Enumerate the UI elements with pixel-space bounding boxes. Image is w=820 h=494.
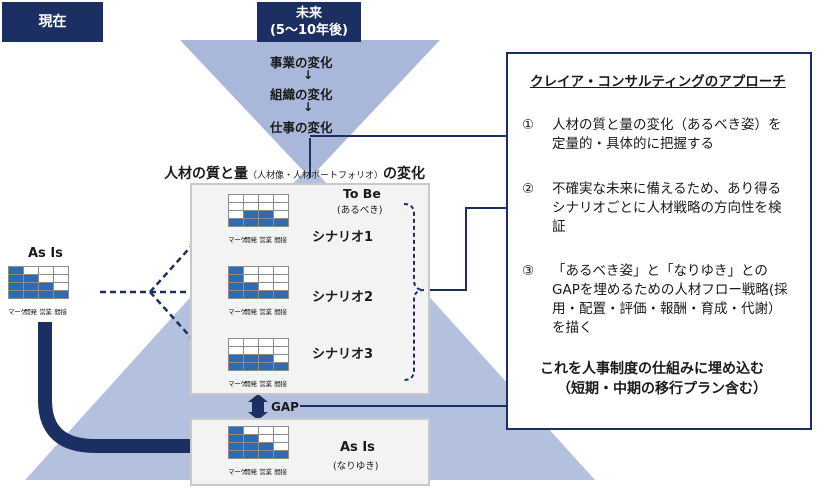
approach-item-1-text: 人材の質と量の変化（あるべき姿）を定量的・具体的に把握する — [552, 117, 782, 152]
gap-label: GAP — [271, 400, 299, 414]
approach-item-1-num: ① — [522, 117, 535, 133]
talent-change-title: 人材の質と量（人材像・人材ポートフォリオ）の変化 — [164, 163, 425, 183]
to-be-label: To Be — [343, 186, 381, 201]
scenario-3-portfolio-table — [228, 338, 289, 371]
approach-item-3-text: 「あるべき姿」と「なりゆき」とのGAPを埋めるための人材フロー戦略(採用・配置・… — [552, 263, 788, 336]
talent-title-main: 人材の質と量 — [164, 166, 248, 182]
as-is-bottom-table-labels: マーケ開発営業間接 — [228, 468, 287, 476]
scenario-1-portfolio-table — [228, 194, 289, 227]
present-header-label: 現在 — [38, 14, 67, 30]
change-business: 事業の変化 — [270, 55, 333, 70]
future-funnel-triangle — [180, 40, 440, 178]
scenario-3-label: シナリオ3 — [312, 347, 374, 362]
as-is-left-label: As Is — [28, 246, 63, 261]
arrow-down-icon: ↓ — [303, 68, 314, 82]
arrow-down-icon: ↓ — [303, 100, 314, 114]
talent-title-suffix: の変化 — [383, 166, 426, 182]
approach-item-3-num: ③ — [522, 263, 535, 279]
approach-item-2: ② 不確実な未来に備えるため、あり得るシナリオごとに人材戦略の方向性を検証 — [522, 180, 802, 240]
change-organization: 組織の変化 — [270, 87, 333, 102]
scenario-2-label: シナリオ2 — [312, 290, 374, 305]
scenario-1-label: シナリオ1 — [312, 230, 374, 245]
to-be-sub: (あるべき) — [337, 205, 383, 216]
approach-item-2-text: 不確実な未来に備えるため、あり得るシナリオごとに人材戦略の方向性を検証 — [552, 181, 782, 235]
as-is-flow-arrow — [38, 322, 198, 453]
approach-item-2-num: ② — [522, 181, 535, 197]
approach-item-3: ③ 「あるべき姿」と「なりゆき」とのGAPを埋めるための人材フロー戦略(採用・配… — [522, 262, 802, 336]
connector-to-item2 — [420, 207, 520, 291]
as-is-left-portfolio-table — [8, 266, 69, 299]
future-header-line1: 未来 — [295, 6, 322, 21]
as-is-bottom-sub: (なりゆき) — [333, 461, 379, 472]
approach-title: クレイア・コンサルティングのアプローチ — [530, 74, 786, 90]
scenario-1-table-labels: マーケ開発営業間接 — [228, 236, 287, 244]
as-is-bottom-label: As Is — [340, 440, 375, 455]
approach-conclusion-line2: （短期・中期の移行プラン含む） — [557, 381, 767, 397]
as-is-bottom-panel — [190, 418, 430, 486]
approach-box — [506, 52, 812, 430]
change-work: 仕事の変化 — [270, 120, 333, 135]
scenario-brace — [403, 203, 425, 381]
scenario-2-portfolio-table — [228, 266, 289, 299]
approach-conclusion-line1: これを人事制度の仕組みに埋め込む — [540, 361, 764, 377]
future-header-line2: (5～10年後) — [269, 23, 349, 38]
present-header: 現在 — [2, 2, 103, 42]
to-be-panel — [190, 183, 430, 395]
talent-title-sub: （人材像・人材ポートフォリオ） — [248, 171, 384, 181]
scenario-3-table-labels: マーケ開発営業間接 — [228, 380, 287, 388]
as-is-bottom-portfolio-table — [228, 426, 289, 459]
approach-item-1: ① 人材の質と量の変化（あるべき姿）を定量的・具体的に把握する — [522, 116, 802, 156]
as-is-left-table-labels: マーケ開発営業間接 — [8, 308, 67, 316]
gap-double-arrow — [248, 394, 268, 420]
future-header: 未来 (5～10年後) — [257, 2, 361, 42]
scenario-2-table-labels: マーケ開発営業間接 — [228, 308, 287, 316]
